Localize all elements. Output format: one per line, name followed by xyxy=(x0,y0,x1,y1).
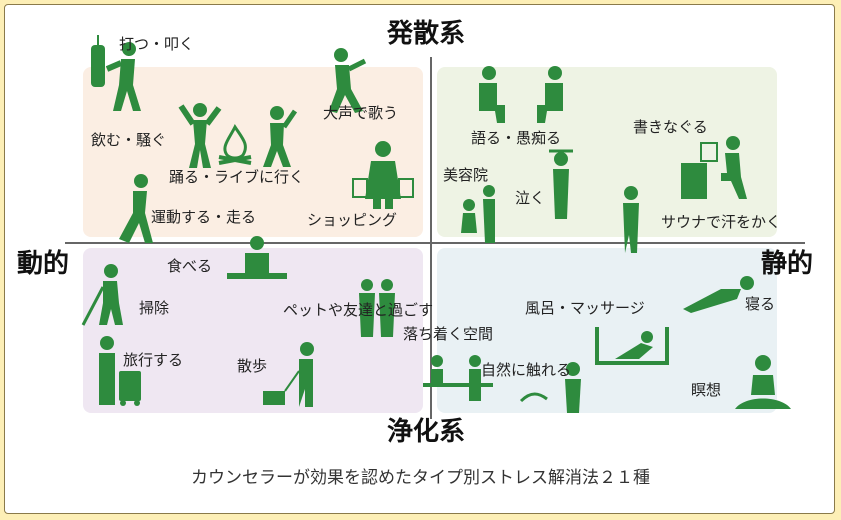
horizontal-axis xyxy=(65,242,805,244)
label-meditate: 瞑想 xyxy=(691,381,722,399)
diagram-frame: 発散系 浄化系 動的 静的 xyxy=(4,4,835,514)
shopping-person-icon xyxy=(351,139,415,211)
punching-bag-icon xyxy=(87,35,147,115)
axis-top-label: 発散系 xyxy=(387,19,466,49)
label-write: 書きなぐる xyxy=(633,118,708,136)
meditating-person-icon xyxy=(731,355,795,413)
label-calm: 落ち着く空間 xyxy=(403,325,494,343)
quadrant-static-cleanse xyxy=(437,248,777,413)
label-hit: 打つ・叩く xyxy=(119,35,195,53)
writing-person-icon xyxy=(681,133,751,203)
label-exercise: 運動する・走る xyxy=(151,208,257,226)
dog-walker-icon xyxy=(263,341,323,409)
caption: カウンセラーが効果を認めたタイプ別ストレス解消法２１種 xyxy=(191,468,650,488)
salon-icon xyxy=(455,185,499,245)
vertical-axis xyxy=(430,57,432,419)
label-sing: 大声で歌う xyxy=(323,104,399,122)
eating-person-icon xyxy=(227,235,287,285)
label-cry: 泣く xyxy=(515,189,546,207)
listening-person-icon xyxy=(531,65,571,125)
label-salon: 美容院 xyxy=(443,166,489,184)
label-travel: 旅行する xyxy=(123,351,184,369)
label-talk: 語る・愚痴る xyxy=(471,129,562,147)
crying-person-icon xyxy=(545,143,577,221)
sleeping-person-icon xyxy=(681,275,761,315)
label-walk: 散歩 xyxy=(237,357,268,375)
label-clean: 掃除 xyxy=(139,299,170,317)
label-bath: 風呂・マッサージ xyxy=(525,299,645,317)
dancing-person-icon xyxy=(257,105,298,169)
cleaning-person-icon xyxy=(81,263,139,327)
sauna-person-icon xyxy=(615,185,647,255)
bathtub-icon xyxy=(595,323,669,369)
drinking-people-icon xyxy=(175,100,225,170)
label-eat: 食べる xyxy=(167,257,213,275)
label-shopping: ショッピング xyxy=(307,211,398,229)
traveler-icon xyxy=(89,335,149,407)
label-sleep: 寝る xyxy=(745,295,776,313)
singing-person-icon xyxy=(323,45,373,115)
axis-bottom-label: 浄化系 xyxy=(387,417,466,447)
label-drink: 飲む・騒ぐ xyxy=(91,131,167,149)
label-sauna: サウナで汗をかく xyxy=(661,213,782,231)
friends-pair-icon xyxy=(355,277,399,341)
talking-person-icon xyxy=(469,65,509,125)
campfire-icon xyxy=(215,123,255,167)
running-person-icon xyxy=(117,173,161,245)
label-dance: 踊る・ライブに行く xyxy=(169,168,305,186)
calm-space-icon xyxy=(423,353,493,403)
axis-left-label: 動的 xyxy=(17,249,70,279)
label-nature: 自然に触れる xyxy=(481,361,572,379)
axis-right-label: 静的 xyxy=(761,249,814,279)
nature-person-icon xyxy=(517,361,587,415)
label-pets: ペットや友達と過ごす xyxy=(283,301,434,319)
